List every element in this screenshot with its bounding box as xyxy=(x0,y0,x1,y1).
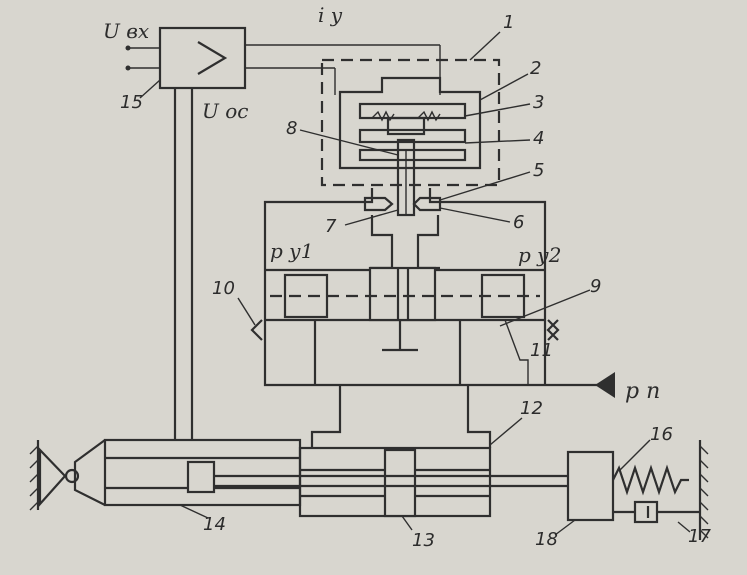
label-p-y1: p у1 xyxy=(270,239,314,263)
component-number-9: 9 xyxy=(590,276,601,297)
component-number-6: 6 xyxy=(513,212,524,233)
torque-motor-housing xyxy=(320,58,501,187)
component-number-11: 11 xyxy=(530,340,553,361)
flapper-nozzle xyxy=(363,138,442,217)
component-number-13: 13 xyxy=(412,530,435,551)
throttle-9-symbol xyxy=(546,319,560,341)
amplifier-block xyxy=(125,26,247,90)
component-number-18: 18 xyxy=(535,529,558,550)
component-number-16: 16 xyxy=(650,424,673,445)
label-p-y2: p у2 xyxy=(518,243,562,267)
label-u-os: U ос xyxy=(202,99,248,123)
component-number-4: 4 xyxy=(533,128,544,149)
component-number-2: 2 xyxy=(530,58,541,79)
spool-valve-housing xyxy=(250,188,600,387)
component-number-7: 7 xyxy=(325,216,337,237)
component-number-14: 14 xyxy=(203,514,226,535)
component-number-17: 17 xyxy=(688,526,711,547)
component-number-8: 8 xyxy=(286,118,297,139)
leader-lines xyxy=(139,31,691,536)
control-current-lines xyxy=(245,44,441,95)
label-i-y: i y xyxy=(318,3,343,27)
supply-pressure-arrow xyxy=(595,372,615,398)
label-p-n: p п xyxy=(625,379,660,404)
magnet-body xyxy=(338,76,482,170)
component-number-12: 12 xyxy=(520,398,543,419)
component-number-5: 5 xyxy=(533,160,544,181)
component-number-10: 10 xyxy=(212,278,235,299)
throttle-10-symbol xyxy=(250,319,263,341)
component-number-15: 15 xyxy=(120,92,143,113)
load-block xyxy=(566,440,709,540)
main-valve xyxy=(298,446,492,518)
feedback-cylinder xyxy=(29,438,570,511)
label-u-in: U вх xyxy=(103,19,149,43)
main-valve-stem xyxy=(310,385,492,448)
component-number-3: 3 xyxy=(533,92,544,113)
component-number-1: 1 xyxy=(503,12,514,33)
feedback-line xyxy=(173,88,194,440)
